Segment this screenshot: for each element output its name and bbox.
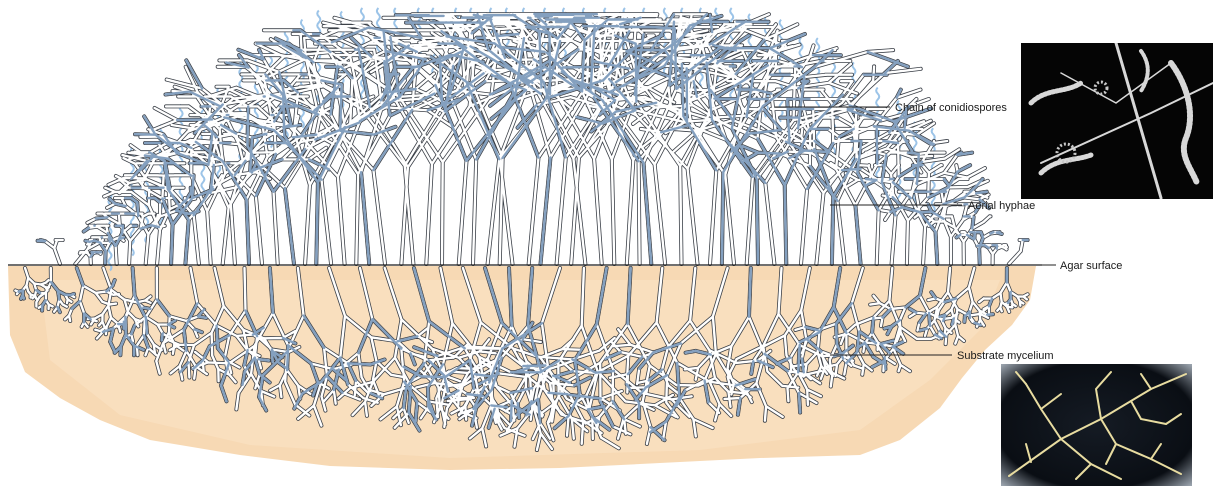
micrograph-aerial-hyphae [1021,43,1213,199]
label-agar-surface: Agar surface [1060,260,1122,272]
label-aerial-hyphae: Aerial hyphae [968,200,1035,212]
label-substrate-mycelium: Substrate mycelium [957,350,1054,362]
micrograph-substrate-mycelium [1001,364,1192,486]
aerial-hyphae [38,14,1028,264]
label-chain-of-conidiospores: Chain of conidiospores [895,102,1007,114]
